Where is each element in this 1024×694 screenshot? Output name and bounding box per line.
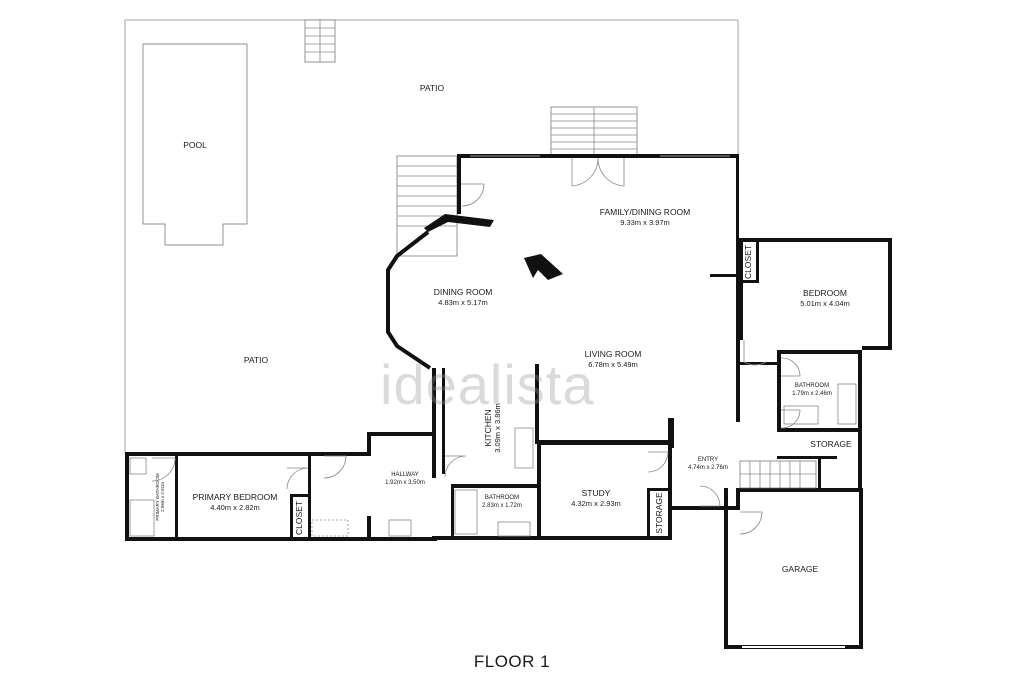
closet-right-label: CLOSET [743,245,753,279]
family-dining-label: FAMILY/DINING ROOM [600,207,691,217]
primary-bathroom-dim: 2.06m x 2.81m [160,482,165,512]
bathroom-right-label: BATHROOM [795,383,829,389]
kitchen-label: KITCHEN [483,409,493,446]
living-dim: 6.78m x 5.49m [588,360,638,369]
study-label: STUDY [582,488,611,498]
side-stairs [396,155,458,257]
patio-left-label: PATIO [244,355,269,365]
primary-bedroom-dim: 4.40m x 2.82m [210,503,260,512]
storage-study-label: STORAGE [654,492,664,534]
garage-label: GARAGE [782,564,819,574]
storage-right-label: STORAGE [810,439,852,449]
bedroom-dim: 5.01m x 4.04m [800,299,850,308]
pool-outline [142,43,248,246]
primary-bedroom-label: PRIMARY BEDROOM [193,492,278,502]
entry-stairs [739,460,817,489]
pool-label: POOL [183,140,207,150]
living-label: LIVING ROOM [585,349,642,359]
fixtures [129,383,857,537]
watermark: idealista [380,353,595,416]
study-dim: 4.32m x 2.93m [571,499,621,508]
entry-dim: 4.74m x 2.76m [688,465,728,471]
primary-bathroom-label: PRIMARY BATHROOM [155,473,160,521]
bathroom-mid-label: BATHROOM [485,495,519,501]
dining-label: DINING ROOM [434,287,493,297]
top-stairs [304,19,336,63]
hallway-dim: 1.92m x 3.50m [385,480,425,486]
hallway-label: HALLWAY [391,472,419,478]
door-swings [151,157,801,535]
bathroom-right-dim: 1.79m x 2.46m [792,391,832,397]
walls [125,154,892,649]
closet-left-label: CLOSET [294,501,304,535]
kitchen-dim: 3.09m x 3.86m [493,403,502,453]
patio-outline [124,19,739,453]
patio-top-label: PATIO [420,83,445,93]
dining-dim: 4.83m x 5.17m [438,298,488,307]
floor-label: FLOOR 1 [473,652,551,671]
family-dining-dim: 9.33m x 3.97m [620,218,670,227]
bedroom-label: BEDROOM [803,288,847,298]
bathroom-mid-dim: 2.83m x 1.72m [482,503,522,509]
entry-label: ENTRY [698,457,718,463]
deck-stairs [550,106,638,157]
